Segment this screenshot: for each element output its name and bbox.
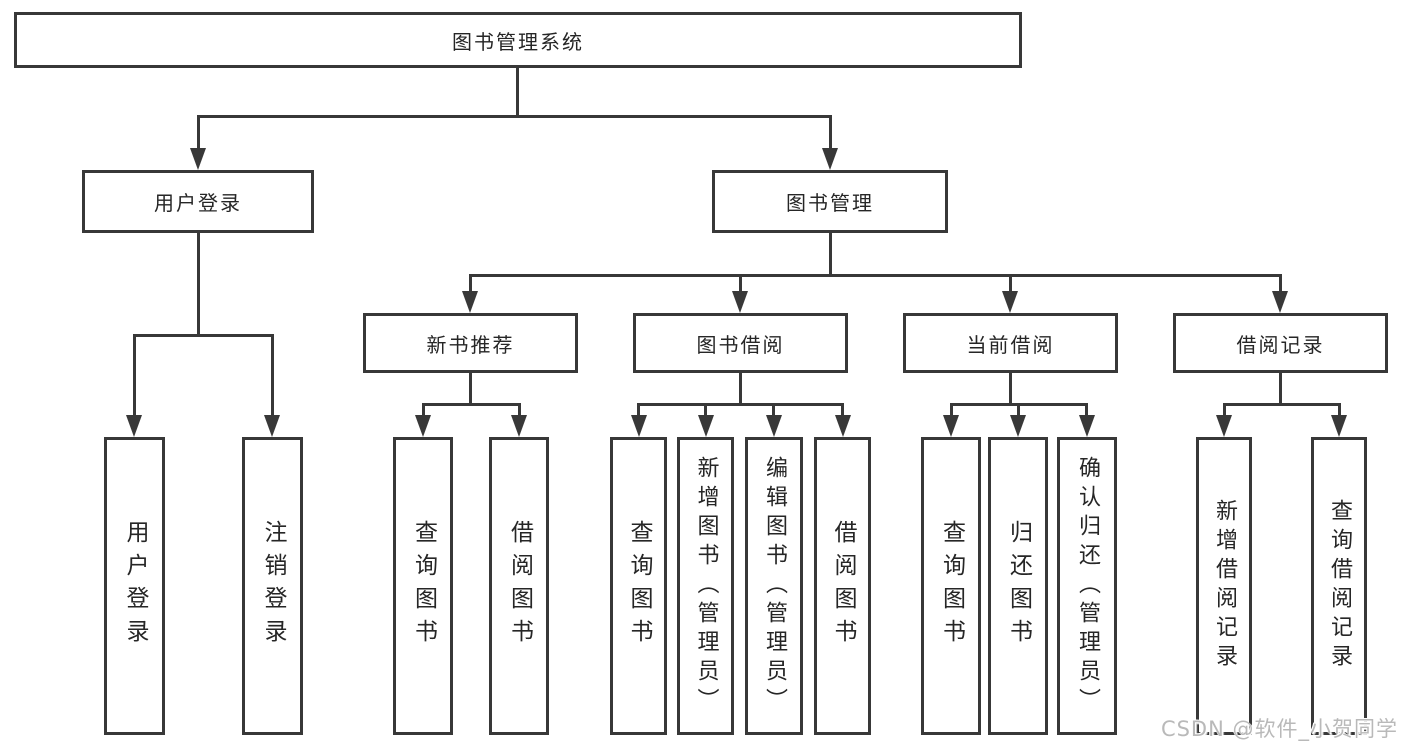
- connector-book-borrow-stem: [738, 373, 742, 405]
- leaf-query-books-recommend: 查询图书: [393, 437, 453, 735]
- arrowhead-down-icon: [834, 415, 851, 437]
- connector-book-borrow-rail: [637, 403, 843, 406]
- arrowhead-down-icon: [732, 291, 748, 313]
- connector-drop-book-management: [828, 115, 832, 151]
- connector-level1-rail: [196, 115, 832, 118]
- arrowhead-down-icon: [264, 415, 280, 437]
- arrowhead-down-icon: [1002, 291, 1018, 313]
- connector-borrow-records-stem: [1278, 373, 1282, 405]
- arrowhead-down-icon: [697, 415, 714, 437]
- connector-drop: [517, 403, 521, 416]
- connector-user-login-rail: [132, 334, 274, 337]
- arrowhead-down-icon: [822, 148, 838, 170]
- arrowhead-down-icon: [1331, 415, 1347, 437]
- arrowhead-down-icon: [765, 415, 782, 437]
- arrowhead-down-icon: [1079, 415, 1095, 437]
- leaf-query-books-current: 查询图书: [921, 437, 981, 735]
- connector-drop: [421, 403, 425, 416]
- leaf-borrow-books: 借阅图书: [814, 437, 871, 735]
- node-book-management: 图书管理: [712, 170, 948, 233]
- connector-drop-book-borrow: [738, 274, 742, 293]
- arrowhead-down-icon: [511, 415, 527, 437]
- connector-book-management-stem: [828, 233, 832, 276]
- connector-borrow-records-rail: [1222, 403, 1340, 406]
- leaf-query-books-borrow: 查询图书: [610, 437, 667, 735]
- leaf-add-book-admin: 新增图书（管理员）: [677, 437, 734, 735]
- connector-root-stem: [515, 68, 519, 118]
- arrowhead-down-icon: [415, 415, 431, 437]
- leaf-user-login: 用户登录: [104, 437, 165, 735]
- node-borrowing-records: 借阅记录: [1173, 313, 1388, 373]
- leaf-edit-book-admin: 编辑图书（管理员）: [745, 437, 803, 735]
- connector-new-book-stem: [468, 373, 472, 405]
- node-current-borrowing: 当前借阅: [903, 313, 1118, 373]
- connector-current-borrow-stem: [1008, 373, 1012, 405]
- watermark: CSDN @软件_小贺同学: [1160, 717, 1398, 741]
- connector-new-book-rail: [421, 403, 521, 406]
- leaf-query-borrow-record: 查询借阅记录: [1311, 437, 1367, 735]
- leaf-logout: 注销登录: [242, 437, 303, 735]
- connector-drop: [1337, 403, 1341, 416]
- leaf-borrow-books-recommend: 借阅图书: [489, 437, 549, 735]
- arrowhead-down-icon: [190, 148, 206, 170]
- connector-drop-user-login: [196, 115, 200, 151]
- connector-drop: [949, 403, 953, 416]
- arrowhead-down-icon: [630, 415, 647, 437]
- connector-drop: [1016, 403, 1020, 416]
- node-library-management-system: 图书管理系统: [14, 12, 1022, 68]
- connector-drop: [704, 403, 707, 416]
- connector-drop: [772, 403, 775, 416]
- leaf-return-books: 归还图书: [988, 437, 1048, 735]
- connector-user-login-stem: [196, 233, 200, 336]
- node-new-book-recommendation: 新书推荐: [363, 313, 578, 373]
- leaf-confirm-return-admin: 确认归还（管理员）: [1057, 437, 1117, 735]
- arrowhead-down-icon: [462, 291, 478, 313]
- connector-drop: [841, 403, 844, 416]
- connector-drop-leaf-logout: [270, 334, 274, 418]
- connector-drop: [637, 403, 640, 416]
- arrowhead-down-icon: [126, 415, 142, 437]
- arrowhead-down-icon: [1216, 415, 1232, 437]
- arrowhead-down-icon: [1010, 415, 1026, 437]
- connector-level3-rail: [468, 274, 1281, 277]
- node-book-borrowing: 图书借阅: [633, 313, 848, 373]
- connector-drop-current-borrow: [1008, 274, 1012, 293]
- leaf-add-borrow-record: 新增借阅记录: [1196, 437, 1252, 735]
- arrowhead-down-icon: [1272, 291, 1288, 313]
- connector-drop: [1084, 403, 1088, 416]
- connector-drop: [1222, 403, 1226, 416]
- connector-drop-leaf-user-login: [132, 334, 136, 418]
- connector-drop-new-book: [468, 274, 472, 293]
- node-user-login: 用户登录: [82, 170, 314, 233]
- connector-drop-borrow-records: [1278, 274, 1282, 293]
- arrowhead-down-icon: [943, 415, 959, 437]
